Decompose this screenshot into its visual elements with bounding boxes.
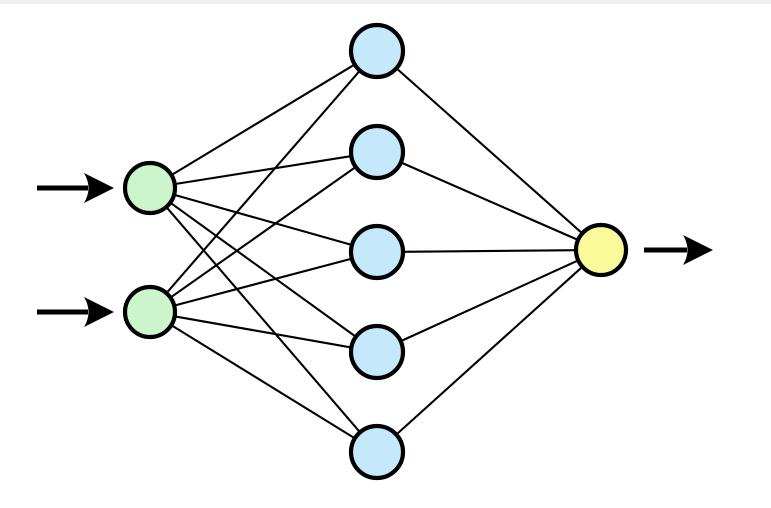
edge-h2-o1: [398, 160, 581, 242]
edge-h4-o1: [398, 258, 581, 343]
edge-h3-o1: [400, 249, 579, 253]
edge-i2-h5: [169, 323, 357, 440]
edge-i2-h1: [164, 68, 362, 295]
input-arrow-2: [37, 297, 114, 327]
top-edge-band: [0, 0, 771, 4]
edge-i1-h5: [164, 205, 362, 435]
output-arrow-1-head-icon: [683, 235, 713, 265]
hidden-node-5[interactable]: [348, 423, 406, 481]
edges-group: [164, 62, 585, 440]
input-arrow-2-head-icon: [84, 297, 114, 327]
output-arrow-1: [644, 235, 713, 265]
input-node-2[interactable]: [122, 284, 178, 340]
hidden-node-1[interactable]: [348, 22, 406, 80]
edge-i1-h2: [172, 154, 354, 186]
input-arrow-1-head-icon: [84, 173, 114, 203]
input-arrow-1: [37, 173, 114, 203]
edge-h5-o1: [394, 265, 585, 437]
output-node-1[interactable]: [573, 222, 629, 278]
edge-i2-h2: [168, 165, 358, 300]
edge-i1-h1: [169, 62, 357, 177]
edge-i1-h3: [172, 193, 354, 247]
input-node-1[interactable]: [122, 160, 178, 216]
edge-i1-h4: [168, 201, 358, 339]
hidden-node-3[interactable]: [348, 223, 406, 281]
nodes-group: [122, 22, 629, 481]
hidden-node-2[interactable]: [348, 123, 406, 181]
arrows-group: [37, 173, 713, 327]
hidden-node-4[interactable]: [348, 323, 406, 381]
edge-h1-o1: [394, 66, 585, 236]
edge-i2-h3: [172, 257, 354, 307]
edge-i2-h4: [172, 315, 354, 349]
